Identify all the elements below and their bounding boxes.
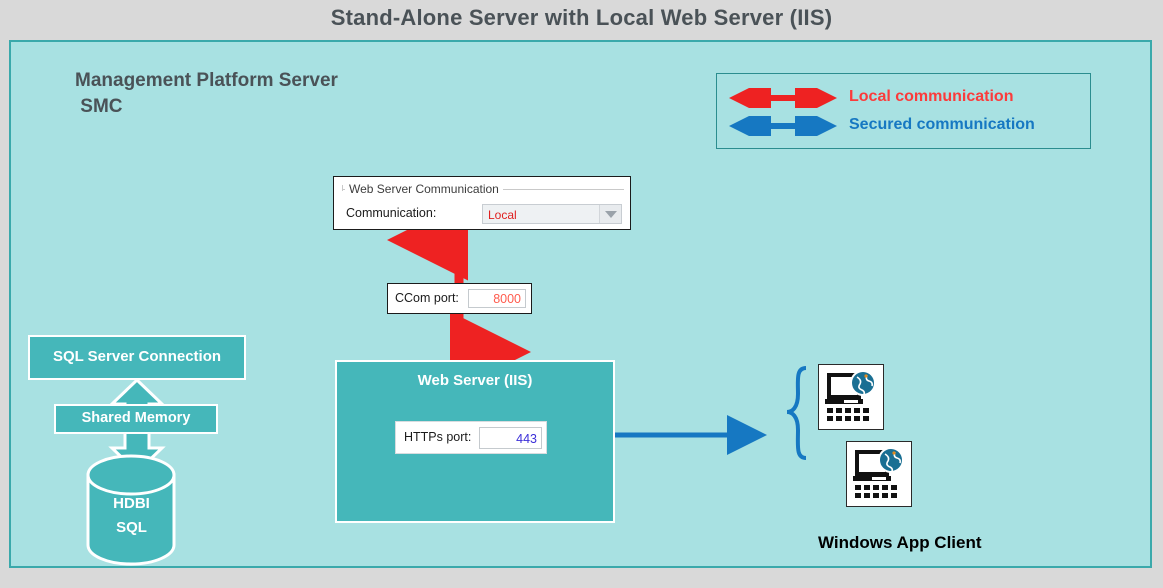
database-cylinder — [86, 454, 176, 566]
management-platform-server-heading: Management Platform Server SMC — [75, 68, 338, 120]
https-port-value: 443 — [516, 432, 537, 446]
ccom-port-value: 8000 — [493, 292, 521, 306]
https-port-box: HTTPs port: 443 — [395, 421, 547, 454]
ccom-port-input[interactable]: 8000 — [468, 289, 526, 308]
heading-line-2: SMC — [75, 96, 123, 117]
web-server-communication-groupbox: Web Server Communication Communication: … — [333, 176, 631, 230]
ccom-port-box: CCom port: 8000 — [387, 283, 532, 314]
sql-server-connection-label: SQL Server Connection — [52, 348, 222, 365]
legend-label-secured: Secured communication — [849, 116, 1035, 133]
legend-arrow-red-icon — [729, 88, 837, 108]
https-port-input[interactable]: 443 — [479, 427, 542, 449]
groupbox-title: Web Server Communication — [345, 181, 503, 197]
clients-brace — [786, 366, 807, 460]
shared-memory-label: Shared Memory — [81, 410, 191, 426]
sql-server-connection-box: SQL Server Connection — [28, 335, 246, 380]
groupbox-frame-corner — [342, 185, 343, 191]
legend-arrow-blue-icon — [729, 116, 837, 136]
communication-dropdown-value: Local — [488, 208, 517, 222]
web-client-computer-icon — [846, 441, 912, 507]
ccom-port-label: CCom port: — [395, 291, 459, 305]
legend-label-local: Local communication — [849, 88, 1014, 105]
windows-app-client-label: Windows App Client — [818, 533, 982, 552]
page-title: Stand-Alone Server with Local Web Server… — [330, 5, 833, 30]
heading-line-1: Management Platform Server — [75, 70, 338, 91]
web-client-computer-icon — [818, 364, 884, 430]
legend-box: Local communication Secured communicatio… — [716, 73, 1091, 149]
https-port-label: HTTPs port: — [404, 430, 472, 444]
web-server-iis-title: Web Server (IIS) — [417, 372, 533, 389]
chevron-down-icon[interactable] — [599, 205, 621, 223]
communication-field-label: Communication: — [346, 206, 437, 220]
shared-memory-label-box: Shared Memory — [54, 404, 218, 434]
communication-dropdown[interactable]: Local — [482, 204, 622, 224]
